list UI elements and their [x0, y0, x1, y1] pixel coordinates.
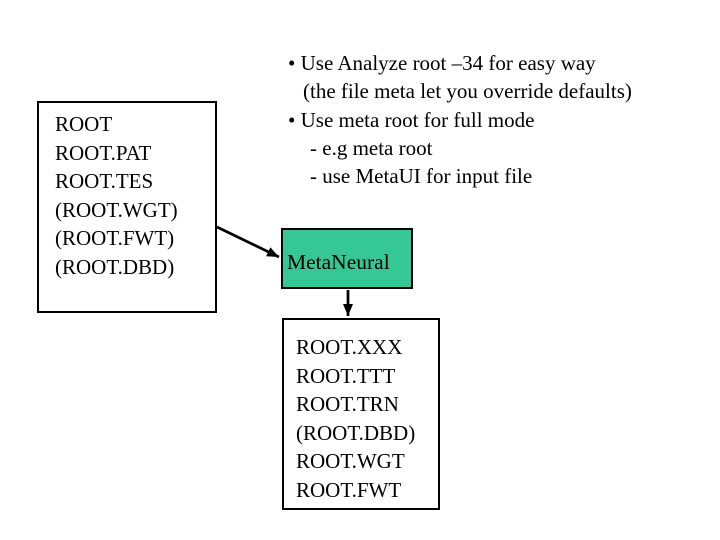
output-file-line: ROOT.WGT — [296, 449, 405, 474]
output-files-box: ROOT.XXX ROOT.TTT ROOT.TRN (ROOT.DBD) RO… — [282, 318, 440, 510]
output-file-line: ROOT.XXX — [296, 335, 403, 359]
output-file-line: (ROOT.DBD) — [296, 420, 416, 445]
arrow-input-to-metaneural — [216, 225, 280, 259]
input-file-line: (ROOT.DBD) — [55, 254, 175, 279]
metaneural-process-box: MetaNeural — [281, 228, 413, 289]
bullet-line-1: • Use Analyze root –34 for easy way — [288, 51, 596, 75]
input-file-line: ROOT — [55, 112, 113, 136]
bullet-line-2: (the file meta let you override defaults… — [303, 79, 632, 104]
output-file-line: ROOT.FWT — [296, 477, 402, 502]
metaneural-label: MetaNeural — [287, 250, 390, 274]
input-files-box: ROOT ROOT.PAT ROOT.TES (ROOT.WGT) (ROOT.… — [37, 101, 217, 313]
output-file-line: ROOT.TRN — [296, 392, 399, 417]
bullet-line-4: - e.g meta root — [310, 135, 433, 160]
bullet-line-3: • Use meta root for full mode — [288, 107, 535, 132]
input-file-line: ROOT.TES — [55, 169, 154, 194]
output-file-line: ROOT.TTT — [296, 363, 396, 388]
bullet-line-5: - use MetaUI for input file — [310, 164, 533, 189]
input-file-line: (ROOT.WGT) — [55, 197, 178, 222]
bullet-text-block: • Use Analyze root –34 for easy way (the… — [288, 49, 632, 190]
input-file-line: ROOT.PAT — [55, 140, 152, 165]
input-file-line: (ROOT.FWT) — [55, 226, 175, 251]
